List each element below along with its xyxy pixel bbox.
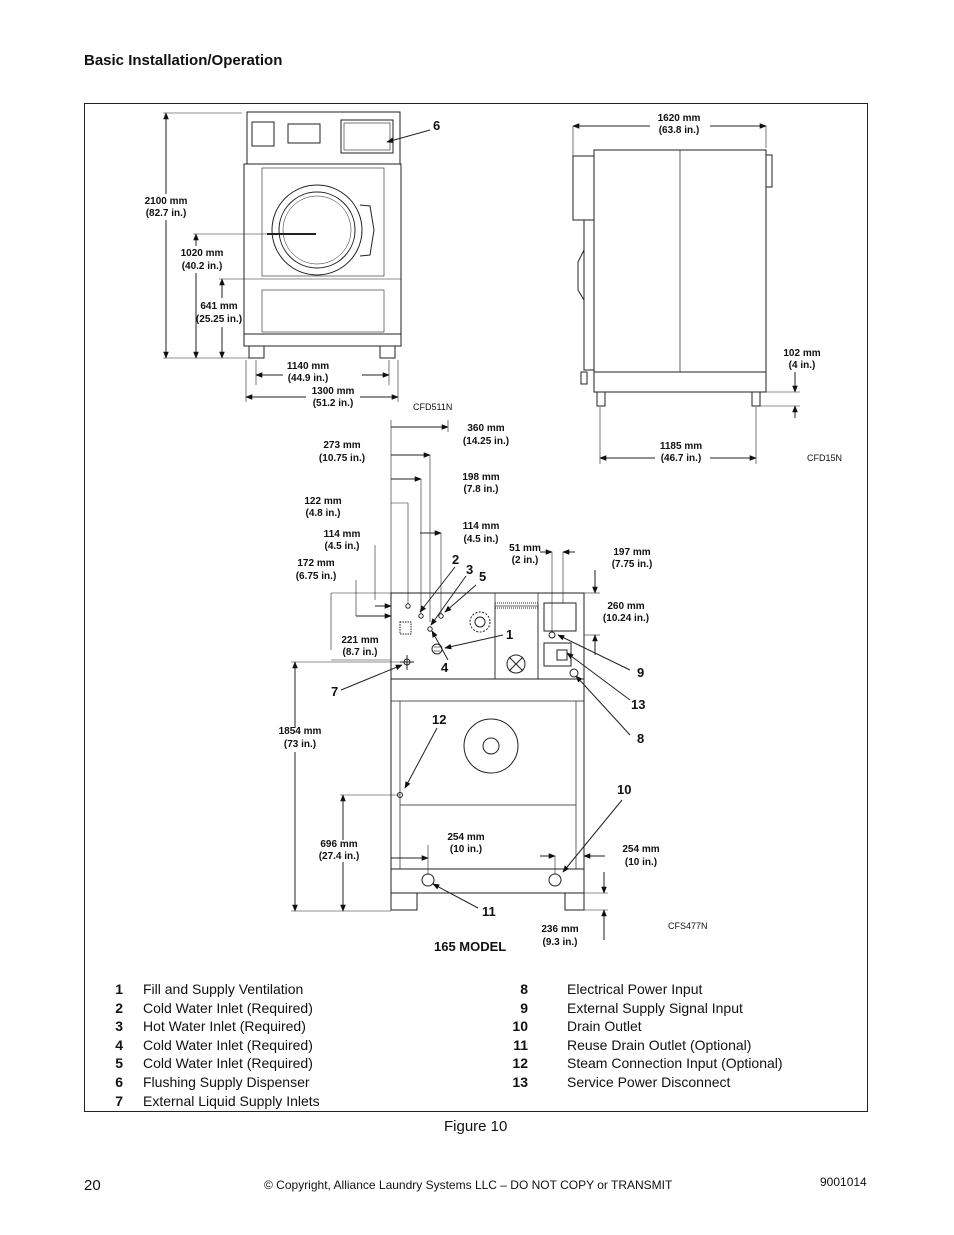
side-view (572, 123, 800, 464)
dim-260-mm: 260 mm (607, 601, 644, 612)
dim-1185-mm: 1185 mm (660, 441, 702, 452)
dim-172-mm: 172 mm (297, 558, 334, 569)
dim-236-mm: 236 mm (541, 924, 578, 935)
callout-2: 2 (452, 552, 459, 567)
callout-5: 5 (479, 569, 486, 584)
dim-122-in: (4.8 in.) (305, 508, 340, 519)
rear-view-labels: 360 mm (14.25 in.) 273 mm (10.75 in.) 19… (279, 423, 708, 954)
dim-641-mm: 641 mm (200, 301, 237, 312)
page-number: 20 (84, 1177, 101, 1194)
dim-1300-in: (51.2 in.) (313, 398, 354, 409)
dim-273-in: (10.75 in.) (319, 453, 365, 464)
dim-114b-in: (4.5 in.) (463, 534, 498, 545)
dim-696-in: (27.4 in.) (319, 851, 360, 862)
dim-260-in: (10.24 in.) (603, 613, 649, 624)
figure-frame (84, 103, 868, 1112)
dim-198-mm: 198 mm (462, 472, 499, 483)
dim-1140-in: (44.9 in.) (288, 373, 329, 384)
drawing-code-rear: CFS477N (668, 921, 708, 931)
front-view (163, 111, 431, 402)
callout-6: 6 (433, 118, 440, 133)
dim-197-mm: 197 mm (613, 547, 650, 558)
side-view-labels: 1620 mm (63.8 in.) 102 mm (4 in.) 1185 m… (658, 113, 842, 464)
front-view-labels: 2100 mm (82.7 in.) 1020 mm (40.2 in.) 64… (145, 118, 453, 412)
dim-360-in: (14.25 in.) (463, 436, 509, 447)
dim-114a-in: (4.5 in.) (324, 541, 359, 552)
callout-11: 11 (482, 904, 496, 919)
dim-197-in: (7.75 in.) (612, 559, 653, 570)
copyright-notice: © Copyright, Alliance Laundry Systems LL… (264, 1178, 673, 1192)
dim-1020-in: (40.2 in.) (182, 261, 223, 272)
document-number: 9001014 (820, 1175, 867, 1189)
dim-1020-mm: 1020 mm (181, 248, 224, 259)
dim-114a-mm: 114 mm (324, 529, 361, 540)
dim-254a-in: (10 in.) (450, 844, 482, 855)
callout-8: 8 (637, 731, 644, 746)
dim-198-in: (7.8 in.) (463, 484, 498, 495)
dim-273-mm: 273 mm (323, 440, 360, 451)
dim-114b-mm: 114 mm (463, 521, 500, 532)
dim-1185-in: (46.7 in.) (661, 453, 702, 464)
dim-51-in: (2 in.) (512, 555, 539, 566)
dim-254b-mm: 254 mm (622, 844, 659, 855)
callout-10: 10 (617, 782, 631, 797)
dim-102-in: (4 in.) (789, 360, 816, 371)
callout-7: 7 (331, 684, 338, 699)
dim-122-mm: 122 mm (304, 496, 341, 507)
model-label: 165 MODEL (434, 939, 506, 954)
dim-1854-mm: 1854 mm (279, 726, 322, 737)
dim-221-mm: 221 mm (341, 635, 378, 646)
dim-1140-mm: 1140 mm (287, 361, 329, 372)
drawing-code-side: CFD15N (807, 453, 842, 463)
callout-1: 1 (506, 627, 513, 642)
dim-360-mm: 360 mm (467, 423, 504, 434)
dim-1300-mm: 1300 mm (312, 386, 355, 397)
dim-236-in: (9.3 in.) (542, 937, 577, 948)
dim-696-mm: 696 mm (320, 839, 357, 850)
callout-3: 3 (466, 562, 473, 577)
dim-254a-mm: 254 mm (447, 832, 484, 843)
figure-caption: Figure 10 (444, 1118, 508, 1135)
dim-51-mm: 51 mm (509, 543, 541, 554)
callout-12: 12 (432, 712, 446, 727)
dim-172-in: (6.75 in.) (296, 571, 337, 582)
dim-1620-mm: 1620 mm (658, 113, 701, 124)
callout-4: 4 (441, 660, 449, 675)
callout-9: 9 (637, 665, 644, 680)
callout-13: 13 (631, 697, 645, 712)
dim-254b-in: (10 in.) (625, 857, 657, 868)
dim-1620-in: (63.8 in.) (659, 125, 700, 136)
dim-102-mm: 102 mm (783, 348, 820, 359)
dim-221-in: (8.7 in.) (342, 647, 377, 658)
drawing-code-front: CFD511N (413, 402, 452, 412)
dim-2100-mm: 2100 mm (145, 196, 188, 207)
section-title: Basic Installation/Operation (84, 52, 283, 69)
dim-641-in: (25.25 in.) (196, 314, 242, 325)
rear-view (291, 420, 631, 940)
dim-2100-in: (82.7 in.) (146, 208, 187, 219)
dim-1854-in: (73 in.) (284, 739, 316, 750)
